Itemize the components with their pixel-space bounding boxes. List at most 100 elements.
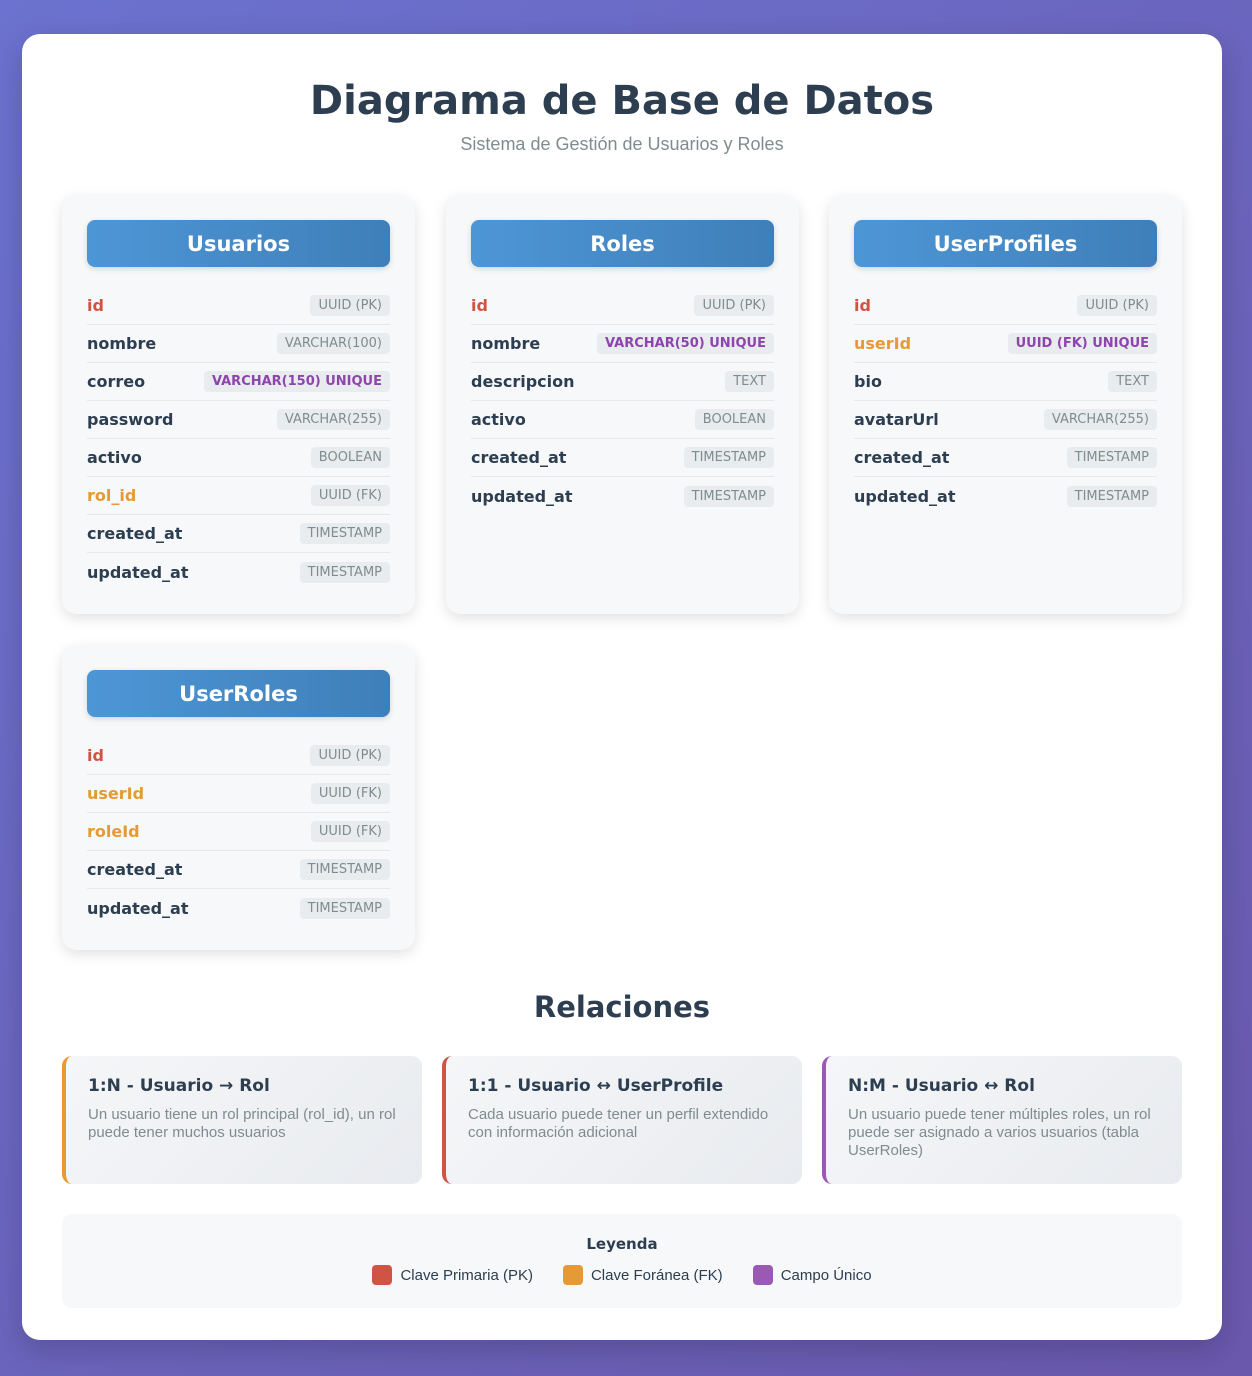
legend-title: Leyenda [586,1235,658,1253]
field-name: activo [87,448,142,467]
field-row: userId UUID (FK) UNIQUE [854,325,1157,363]
field-row: activo BOOLEAN [471,401,774,439]
relations-title: Relaciones [533,990,711,1024]
field-list: id UUID (PK) nombre VARCHAR(50) UNIQUE descr… [471,287,774,515]
legend-item-pk: Clave Primaria (PK) [372,1265,533,1285]
table-header: UserRoles [87,670,390,717]
table-card-roles: Roles id UUID (PK) nombre VARCHAR(50) UNIQU… [446,196,799,614]
field-type: UUID (FK) UNIQUE [1007,333,1157,354]
field-name: bio [854,372,882,391]
field-row: id UUID (PK) [854,287,1157,325]
field-name: id [854,296,871,315]
field-row: descripcion TEXT [471,363,774,401]
legend-swatch [562,1265,583,1285]
field-type: TIMESTAMP [299,897,390,919]
field-name: rol_id [87,486,137,505]
field-type: VARCHAR(150) UNIQUE [203,371,390,392]
legend-swatch [752,1265,773,1285]
field-name: password [87,410,174,429]
field-row: nombre VARCHAR(100) [87,325,390,363]
field-type: UUID (PK) [1077,295,1157,316]
field-name: updated_at [87,898,189,918]
relation-description: Un usuario tiene un rol principal (rol_i… [88,1106,396,1141]
field-name: updated_at [854,486,956,506]
field-type: TEXT [725,371,774,392]
relation-title: 1:N - Usuario → Rol [88,1076,270,1096]
field-type: VARCHAR(50) UNIQUE [596,333,774,354]
field-name: updated_at [471,486,573,506]
field-name: nombre [471,334,541,353]
field-type: BOOLEAN [694,409,774,430]
diagram-container: Diagrama de Base de Datos Sistema de Ges… [22,34,1222,1340]
field-name: updated_at [87,562,189,582]
field-row: password VARCHAR(255) [87,401,390,439]
field-row: correo VARCHAR(150) UNIQUE [87,363,390,401]
field-name: id [87,296,104,315]
field-type: UUID (PK) [694,295,774,316]
field-name: nombre [87,334,157,353]
field-name: created_at [471,448,567,467]
table-card-usuarios: Usuarios id UUID (PK) nombre VARCHAR(100) co… [62,196,415,614]
field-name: descripcion [471,372,575,391]
field-row: created_at TIMESTAMP [854,439,1157,477]
relation-card: 1:N - Usuario → Rol Un usuario tiene un … [62,1056,422,1184]
legend-swatch [372,1265,393,1285]
table-card-userprofiles: UserProfiles id UUID (PK) userId UUID (FK) … [829,196,1182,614]
field-name: userId [854,334,912,353]
field-row: roleId UUID (FK) [87,813,390,851]
field-row: updated_at TIMESTAMP [87,553,390,591]
page-subtitle: Sistema de Gestión de Usuarios y Roles [460,134,784,154]
page-title: Diagrama de Base de Datos [309,78,935,124]
field-type: VARCHAR(100) [276,333,390,354]
field-name: created_at [87,860,183,879]
legend: Leyenda Clave Primaria (PK) Clave Foráne… [62,1214,1182,1308]
legend-items: Clave Primaria (PK) Clave Foránea (FK) C… [62,1265,1182,1285]
legend-label: Clave Primaria (PK) [400,1266,533,1284]
field-type: TIMESTAMP [299,859,390,880]
field-row: avatarUrl VARCHAR(255) [854,401,1157,439]
table-header: Usuarios [87,220,390,267]
field-name: id [87,746,104,765]
field-type: UUID (PK) [310,295,390,316]
field-type: VARCHAR(255) [276,409,390,430]
field-name: roleId [87,822,140,841]
field-name: userId [87,784,145,803]
field-type: VARCHAR(255) [1043,409,1157,430]
relation-description: Cada usuario puede tener un perfil exten… [468,1106,769,1141]
field-type: TIMESTAMP [299,561,390,583]
field-row: id UUID (PK) [87,287,390,325]
relation-card: 1:1 - Usuario ↔ UserProfile Cada usuario… [442,1056,802,1184]
legend-label: Clave Foránea (FK) [590,1266,723,1284]
field-type: BOOLEAN [310,447,390,468]
field-type: TIMESTAMP [683,485,774,507]
relation-description: Un usuario puede tener múltiples roles, … [848,1106,1151,1159]
field-type: TEXT [1108,371,1157,392]
table-header: Roles [471,220,774,267]
field-row: activo BOOLEAN [87,439,390,477]
field-row: bio TEXT [854,363,1157,401]
legend-item-unique: Campo Único [752,1265,872,1285]
field-name: avatarUrl [854,410,939,429]
field-name: activo [471,410,526,429]
field-type: UUID (FK) [310,821,390,842]
relation-title: 1:1 - Usuario ↔ UserProfile [468,1076,724,1096]
field-row: updated_at TIMESTAMP [87,889,390,927]
field-type: TIMESTAMP [299,523,390,544]
field-list: id UUID (PK) userId UUID (FK) UNIQUE bio TEXT… [854,287,1157,515]
field-row: created_at TIMESTAMP [87,851,390,889]
field-type: TIMESTAMP [1066,447,1157,468]
field-name: correo [87,372,146,391]
field-row: updated_at TIMESTAMP [471,477,774,515]
relation-title: N:M - Usuario ↔ Rol [848,1076,1035,1096]
field-name: id [471,296,488,315]
table-header: UserProfiles [854,220,1157,267]
field-name: created_at [854,448,950,467]
